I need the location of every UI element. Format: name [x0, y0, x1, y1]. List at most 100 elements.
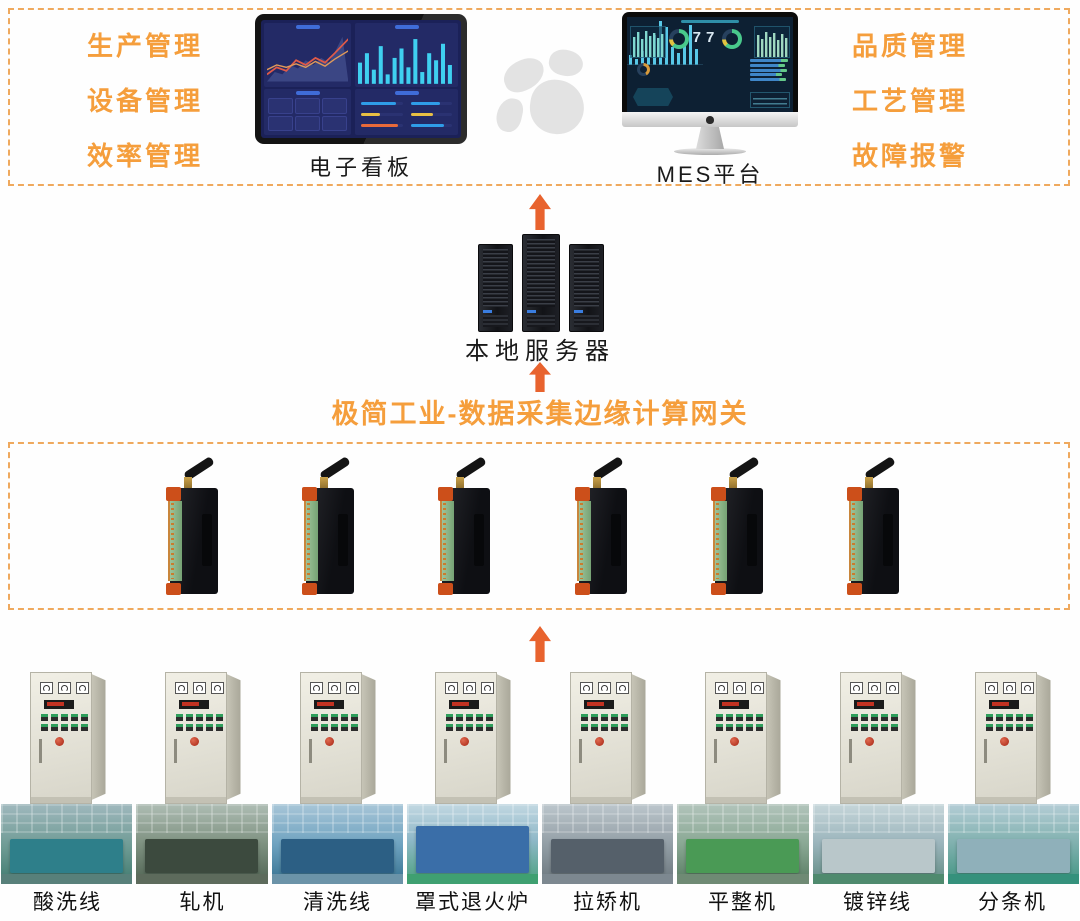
gauge-icon	[885, 682, 899, 694]
gauge-icon	[750, 682, 764, 694]
kanban-stat-cards-panel	[264, 89, 352, 135]
mes-imac: 77	[622, 12, 798, 155]
kanban-dashboard-screen	[261, 20, 461, 138]
mes-bars-right	[754, 26, 790, 58]
imac-stand	[696, 127, 724, 149]
photo-rolling-mill	[136, 804, 268, 884]
mes-data-table	[750, 92, 790, 108]
imac-bezel: 77	[622, 12, 798, 112]
gauge-icon	[327, 682, 341, 694]
gauge-icon	[39, 682, 53, 694]
label-rolling-mill: 轧机	[179, 891, 226, 914]
label-tension-leveler: 拉矫机	[573, 891, 642, 914]
mes-donut-chart-right	[722, 29, 742, 49]
horizontal-bars-grid	[361, 99, 452, 130]
emergency-button-icon	[189, 737, 199, 746]
edge-gateway-device	[160, 456, 222, 595]
label-bell-annealing-furnace: 罩式退火炉	[415, 891, 530, 914]
gauge-icon	[444, 682, 458, 694]
photo-pickling-line	[1, 804, 133, 884]
stat-cards-grid	[268, 98, 348, 131]
machine-photos-row	[1, 804, 1079, 884]
mes-big-number: 77	[692, 29, 720, 46]
paw-watermark-icon	[493, 46, 599, 142]
edge-gateway-device	[705, 456, 767, 595]
mes-donut-chart-left	[669, 29, 689, 49]
photo-cleaning-line	[271, 804, 403, 884]
apple-logo-icon	[706, 115, 714, 124]
control-cabinet	[164, 672, 241, 804]
mes-dashboard-screen: 77	[627, 17, 793, 112]
kanban-line-chart-panel	[264, 23, 352, 87]
gauge-icon	[57, 682, 71, 694]
label-process-management: 工艺管理	[852, 86, 969, 116]
mes-small-donut	[637, 63, 650, 76]
gauge-icon	[462, 682, 476, 694]
imac-base	[674, 148, 746, 155]
gauge-icon	[192, 682, 206, 694]
gauge-icon	[732, 682, 746, 694]
label-fault-alarm: 故障报警	[852, 141, 969, 171]
control-cabinet	[839, 672, 916, 804]
label-galvanizing-line: 镀锌线	[843, 891, 912, 914]
machine-labels-row: 酸洗线 轧机 清洗线 罩式退火炉 拉矫机 平整机 镀锌线 分条机	[0, 886, 1080, 916]
local-server-graphic	[478, 232, 604, 332]
label-equipment-management: 设备管理	[87, 86, 204, 116]
edge-gateway-device	[432, 456, 494, 595]
bar-chart-graphic	[358, 39, 453, 84]
emergency-button-icon	[459, 737, 469, 746]
gauge-icon	[345, 682, 359, 694]
photo-bell-annealing-furnace	[406, 804, 538, 884]
photo-galvanizing-line	[812, 804, 944, 884]
photo-tension-leveler	[542, 804, 674, 884]
gauge-icon	[1020, 682, 1034, 694]
left-management-labels: 生产管理 设备管理 效率管理	[87, 32, 203, 170]
emergency-button-icon	[324, 737, 334, 746]
server-tower	[522, 234, 560, 332]
control-cabinet	[704, 672, 781, 804]
control-cabinets-row	[0, 666, 1080, 804]
mes-caption: MES平台	[656, 162, 764, 187]
kanban-bar-chart-panel	[355, 23, 458, 87]
edge-gateway-device	[569, 456, 631, 595]
up-arrow-icon	[529, 194, 551, 230]
imac-chin	[622, 112, 798, 127]
line-chart-graphic	[267, 36, 349, 82]
gateway-title: 极简工业-数据采集边缘计算网关	[331, 399, 749, 429]
server-tower	[569, 244, 604, 332]
label-pickling-line: 酸洗线	[33, 891, 102, 914]
control-cabinet	[569, 672, 646, 804]
server-tower	[478, 244, 513, 332]
emergency-button-icon	[729, 737, 739, 746]
emergency-button-icon	[999, 737, 1009, 746]
gauge-icon	[615, 682, 629, 694]
gauge-icon	[714, 682, 728, 694]
label-efficiency-management: 效率管理	[87, 141, 204, 171]
edge-gateway-device	[296, 456, 358, 595]
label-production-management: 生产管理	[87, 31, 204, 61]
gauge-icon	[984, 682, 998, 694]
gateway-layer-box	[8, 442, 1070, 610]
label-slitting-machine: 分条机	[978, 891, 1047, 914]
kanban-monitor	[255, 14, 467, 144]
label-quality-management: 品质管理	[852, 31, 969, 61]
gauge-icon	[867, 682, 881, 694]
emergency-button-icon	[864, 737, 874, 746]
kanban-hbar-panel	[355, 89, 458, 135]
up-arrow-icon	[529, 362, 551, 392]
gauge-icon	[174, 682, 188, 694]
local-server-label: 本地服务器	[465, 338, 615, 365]
gauge-icon	[1002, 682, 1016, 694]
control-cabinet	[434, 672, 511, 804]
gateway-devices-row	[10, 444, 1068, 608]
up-arrow-icon	[529, 626, 551, 662]
mes-screen-title-bar	[681, 20, 739, 23]
photo-temper-mill	[677, 804, 809, 884]
gauge-icon	[480, 682, 494, 694]
mes-horizontal-bars	[750, 59, 790, 81]
gauge-icon	[579, 682, 593, 694]
control-cabinet	[299, 672, 376, 804]
gauge-icon	[849, 682, 863, 694]
kanban-caption: 电子看板	[308, 155, 413, 180]
